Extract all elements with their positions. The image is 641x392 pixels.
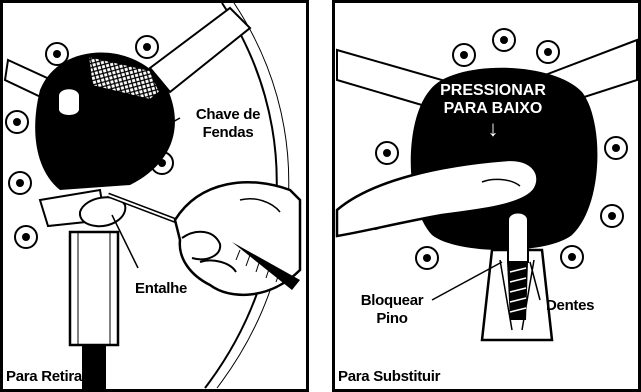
replacement-panel: PRESSIONAR PARA BAIXO ↓ Bloquear Pino De… (332, 0, 641, 392)
replacement-caption: Para Substituir (338, 368, 441, 385)
removal-illustration (0, 0, 309, 392)
down-arrow-icon: ↓ (487, 116, 499, 141)
press-down-line2: PARA BAIXO (443, 100, 543, 117)
replacement-illustration (332, 0, 641, 392)
removal-panel: Chave de Fendas Entalhe Para Retirar (0, 0, 309, 392)
notch-label: Entalhe (135, 280, 188, 297)
press-down-label: PRESSIONAR PARA BAIXO ↓ (428, 82, 558, 140)
screwdriver-label: Chave de Fendas (195, 106, 261, 141)
press-down-line1: PRESSIONAR (440, 82, 546, 99)
lock-pin-label: Bloquear Pino (360, 292, 424, 327)
teeth-label: Dentes (546, 297, 595, 314)
removal-caption: Para Retirar (6, 368, 88, 385)
